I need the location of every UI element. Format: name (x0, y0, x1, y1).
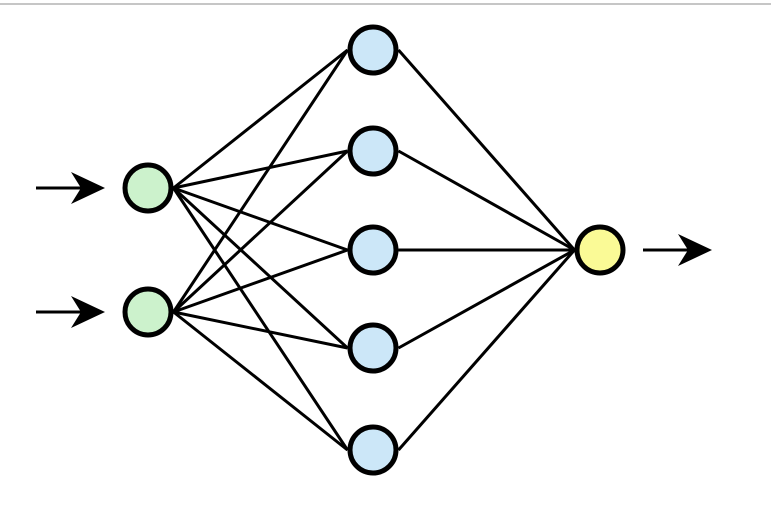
top-border-rule (0, 3, 771, 5)
hidden-node-2 (347, 125, 399, 177)
edge-hidden-5-output-1 (397, 249, 576, 451)
hidden-node-3 (347, 224, 399, 276)
edge-input-2-hidden-3 (172, 248, 349, 314)
edge-input-2-hidden-4 (173, 310, 348, 350)
edge-input-2-hidden-5 (172, 310, 349, 452)
edge-input-1-hidden-1 (172, 48, 349, 190)
edge-input-2-hidden-2 (172, 149, 349, 314)
edge-hidden-4-output-1 (397, 248, 576, 350)
input-node-1 (122, 162, 174, 214)
edge-hidden-1-output-1 (397, 49, 576, 251)
input-arrow-1-head (71, 172, 105, 204)
hidden-node-4 (347, 322, 399, 374)
edge-input-1-hidden-5 (172, 187, 349, 451)
edge-input-1-hidden-4 (172, 186, 349, 350)
hidden-node-5 (347, 424, 399, 476)
output-arrow-head (678, 234, 712, 266)
hidden-node-1 (347, 24, 399, 76)
input-node-2 (122, 286, 174, 338)
input-arrow-2-head (71, 296, 105, 328)
edge-hidden-2-output-1 (397, 149, 576, 252)
edge-input-1-hidden-2 (173, 149, 348, 190)
edge-input-1-hidden-3 (172, 186, 349, 252)
output-node-1 (574, 224, 626, 276)
edge-input-2-hidden-1 (172, 49, 349, 313)
